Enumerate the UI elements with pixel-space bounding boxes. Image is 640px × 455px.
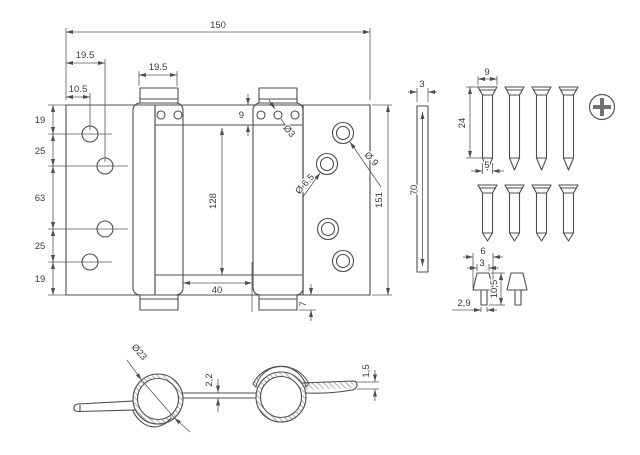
left-spring-barrel (132, 87, 184, 311)
screw (504, 86, 525, 171)
dim-hole-col1-offset: 10.5 (69, 84, 88, 95)
dim-leaf-length: 70 (409, 185, 420, 196)
dim-center-plate-thickness: 2,2 (204, 373, 215, 386)
screw (477, 184, 498, 242)
dim-spacing-bottom: 25 (35, 241, 46, 252)
dim-spacing-top: 25 (35, 146, 46, 157)
dim-screw-shank: 5 (484, 160, 489, 171)
screw (558, 86, 579, 171)
dim-overall-height: 151 (374, 192, 385, 208)
side-view: 70 3 (408, 78, 437, 273)
screw (531, 184, 552, 242)
screw-dimensions: 9 24 5 (456, 66, 504, 174)
screw (477, 86, 498, 171)
dim-tip-height: 10,5 (489, 280, 500, 299)
dim-leaf-thickness-plan: 1,5 (361, 364, 372, 377)
center-plate (154, 104, 304, 296)
dim-edge-bottom: 19 (35, 274, 46, 285)
dim-tip-base: 6 (480, 246, 485, 257)
dim-spacing-middle: 63 (35, 193, 46, 204)
dim-tip-top: 3 (479, 258, 484, 269)
center-plate-plan (181, 392, 257, 399)
dim-center-cutout: 128 (208, 193, 219, 209)
tip (506, 272, 528, 306)
dim-cap-height: 7 (298, 301, 309, 306)
dim-leaf-thickness: 3 (419, 79, 424, 90)
dim-screw-head: 9 (484, 67, 489, 78)
short-screws (477, 184, 579, 242)
dim-hole-inner: Ø 6.5 (293, 172, 317, 197)
right-knuckle (252, 365, 310, 423)
phillips-head-icon (588, 93, 616, 121)
dim-overall-width: 150 (210, 20, 226, 31)
screw (504, 184, 525, 242)
rubber-tips: 6 3 10,5 2,9 (452, 245, 528, 312)
front-view-dimensions: 150 19.5 10.5 19.5 19 25 63 25 (33, 19, 392, 321)
dim-screw-length: 24 (457, 118, 468, 129)
screw (558, 184, 579, 242)
dim-tip-stem: 2,9 (457, 298, 470, 309)
screw (531, 86, 552, 171)
long-screws: 9 24 5 (456, 66, 579, 174)
dim-barrel-width: 19.5 (149, 62, 168, 73)
right-leaf (302, 104, 371, 296)
left-leaf (48, 104, 156, 296)
dim-knuckle-dia: Ø23 (129, 342, 149, 363)
front-view: 150 19.5 10.5 19.5 19 25 63 25 (33, 19, 392, 321)
dim-hole-col2-offset: 19.5 (76, 50, 95, 61)
right-leaf-plan (301, 380, 358, 394)
dim-edge-top: 19 (35, 115, 46, 126)
dim-hole-outer: Ø 9 (362, 150, 380, 169)
dim-barrel-gap: 40 (212, 285, 223, 296)
top-view: Ø23 2,2 1,5 (73, 341, 379, 433)
dim-strip-height: 9 (239, 110, 244, 121)
right-spring-barrel (252, 87, 304, 311)
left-leaf-plan (73, 400, 172, 428)
tip-with-dimensions: 6 3 10,5 2,9 (452, 245, 505, 312)
